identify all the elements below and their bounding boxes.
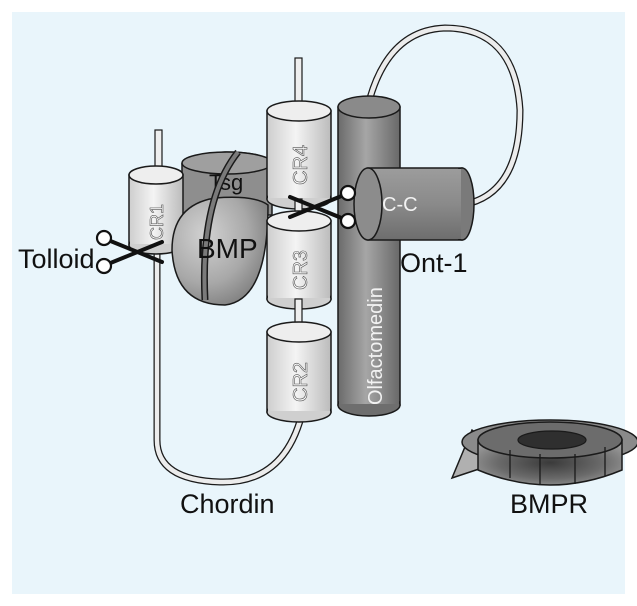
cr1-label: CR1: [147, 204, 167, 240]
scissors-icon: [288, 184, 357, 230]
cr2-label: CR2: [290, 362, 312, 402]
bmp-label: BMP: [197, 233, 258, 264]
cr4-label: CR4: [290, 145, 312, 185]
ont1-loop-strand: [366, 24, 524, 209]
bmpr-receptor: [450, 419, 637, 486]
ont1-label: Ont-1: [400, 248, 468, 278]
cr2-domain: CR2: [266, 321, 332, 423]
cr3-domain: CR3: [266, 210, 332, 310]
bmp-domain: BMP: [171, 149, 269, 306]
chordin-label: Chordin: [180, 489, 275, 519]
cc-domain: C-C: [353, 167, 475, 241]
chordin-strand: [153, 246, 309, 486]
olfactomedin-domain: Olfactomedin: [337, 95, 401, 417]
tolloid-label: Tolloid: [18, 244, 95, 274]
scissors-icon: [95, 229, 164, 275]
cc-label: C-C: [382, 194, 418, 216]
olfactomedin-label: Olfactomedin: [365, 287, 387, 405]
cr3-label: CR3: [290, 250, 312, 290]
bmpr-label: BMPR: [510, 489, 588, 519]
